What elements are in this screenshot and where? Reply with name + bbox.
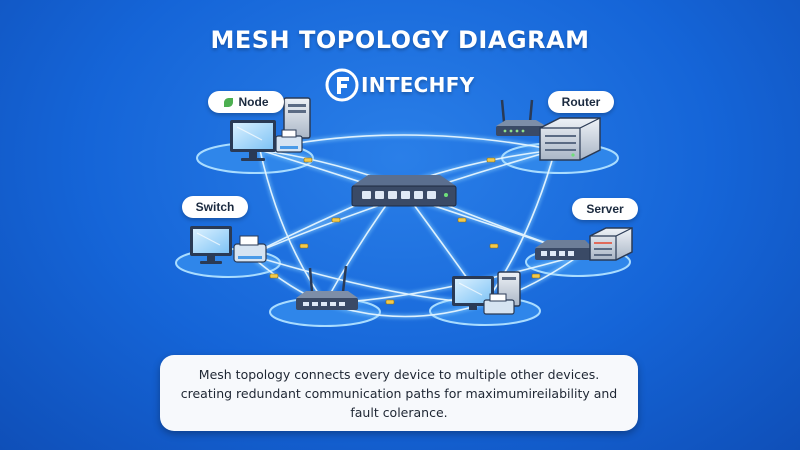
connector	[303, 157, 313, 163]
connector	[299, 243, 309, 249]
label-server-text: Server	[586, 202, 624, 216]
network-switch-icon	[535, 240, 593, 260]
brand-logo: INTECHFY	[325, 68, 474, 102]
connector	[385, 299, 395, 305]
description-line-3: fault colerance.	[350, 404, 448, 420]
monitor-icon	[190, 226, 232, 264]
router-device	[496, 99, 546, 136]
description-text: Mesh topology connects every device to m…	[179, 365, 619, 422]
connector	[489, 243, 499, 249]
label-server: Server	[572, 198, 638, 220]
f-letter-logo-icon	[325, 68, 359, 102]
label-router-text: Router	[561, 95, 601, 109]
server-station	[535, 227, 633, 261]
switch-workstation	[190, 226, 267, 264]
page-title: MESH TOPOLOGY DIAGRAM	[210, 26, 590, 54]
central-switch	[351, 175, 457, 207]
connector	[269, 273, 279, 279]
label-router: Router	[548, 91, 614, 113]
server-icon	[589, 227, 633, 261]
connector	[486, 157, 496, 163]
label-switch-text: Switch	[195, 200, 235, 214]
label-node: Node	[208, 91, 284, 113]
monitor-icon	[230, 120, 276, 161]
connector	[457, 217, 467, 223]
description-line-1: Mesh topology connects every device to m…	[198, 366, 600, 382]
printer-icon	[233, 235, 267, 263]
description-line-2: creating redundant communication paths f…	[180, 385, 618, 401]
server-rack-icon	[539, 117, 601, 161]
leaf-icon	[223, 97, 233, 107]
connector	[331, 217, 341, 223]
node-workstation	[230, 97, 311, 161]
printer-icon	[275, 129, 303, 153]
description-card: Mesh topology connects every device to m…	[160, 355, 638, 431]
bottom-workstation	[452, 271, 521, 315]
monitor-icon	[452, 276, 494, 310]
label-switch: Switch	[182, 196, 248, 218]
brand-name: INTECHFY	[361, 73, 475, 97]
connector	[531, 273, 541, 279]
bottom-router	[296, 265, 358, 310]
device-platforms	[175, 142, 631, 327]
printer-icon	[483, 293, 515, 315]
label-node-text: Node	[238, 95, 269, 109]
